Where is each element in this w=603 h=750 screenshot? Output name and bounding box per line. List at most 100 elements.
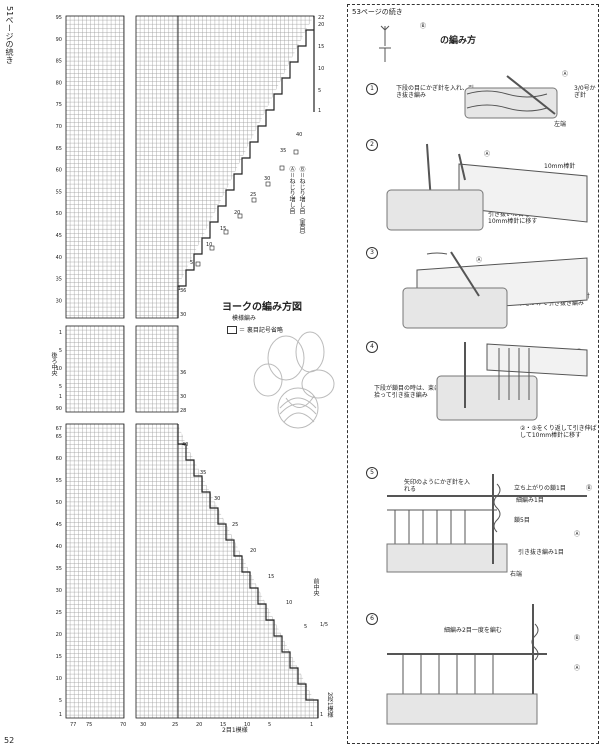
lower-diag-number-30-2: 30 [214, 496, 220, 502]
step-5-rise: 立ち上がりの鎖1目 [514, 485, 566, 492]
step-5-chain: 鎖5目 [514, 517, 530, 524]
row-number-lower-30-8: 30 [56, 588, 62, 594]
legend-text: ＝ 裏目記号省略 [239, 326, 283, 334]
right-lower-number-1-5: 1/5 [320, 622, 328, 628]
step-1-left: 左端 [554, 121, 567, 128]
continued-note: 51ページの続き [5, 6, 14, 65]
right-row-number-15: 15 [318, 44, 324, 50]
row-repeat-label: 2段1模様 [326, 692, 333, 718]
step-1-hook: 3/0号かぎ針 [574, 85, 596, 99]
row-number-upper-35: 35 [56, 277, 62, 283]
upper-diag-number-30: 30 [264, 176, 270, 182]
step-6-a: Ⓐ [574, 665, 581, 672]
middle-number-28: 28 [180, 408, 186, 414]
upper-stair-mask [178, 16, 320, 318]
step-6-b: Ⓑ [574, 635, 581, 642]
increase-mark-4 [251, 197, 257, 203]
page-number: 52 [4, 736, 15, 745]
chart-legend: ＝ 裏目記号省略 [227, 326, 283, 334]
upper-diag-number-25: 25 [250, 192, 256, 198]
row-number-lower-1-14: 1 [59, 712, 62, 718]
increase-mark-2 [223, 229, 229, 235]
row-number-lower-50-4: 50 [56, 500, 62, 506]
step-5-b: Ⓑ [586, 485, 593, 492]
increase-mark-1 [209, 245, 215, 251]
legend-box-icon [227, 326, 237, 334]
lower-stair-mask [178, 420, 320, 700]
bottom-stitch-number-10-7: 10 [244, 722, 250, 728]
row-number-middle-5: 90 [56, 406, 62, 412]
chart-title: ヨークの編み方図 [222, 302, 302, 313]
row-number-upper-60: 60 [56, 168, 62, 174]
row-number-middle-2: 10 [56, 366, 62, 372]
step-1-a: Ⓐ [562, 71, 569, 78]
increase-mark-5 [265, 181, 271, 187]
upper-low-number-36: 36 [180, 288, 186, 294]
lower-diag-number-15-5: 15 [268, 574, 274, 580]
row-number-middle-0: 1 [59, 330, 62, 336]
middle-number-36: 36 [180, 370, 186, 376]
lower-diag-number-5-7: 5 [304, 624, 307, 630]
right-row-number-5: 5 [318, 88, 321, 94]
bottom-stitch-number-1-9: 1 [310, 722, 313, 728]
row-number-upper-40: 40 [56, 255, 62, 261]
lower-staircase-outline [177, 424, 319, 718]
bottom-stitch-number-5-8: 5 [268, 722, 271, 728]
step-6-text: 細編み2目一度を編む [444, 627, 502, 634]
panel-header: 53ページの続き [352, 8, 403, 16]
upper-diag-number-5: 5 [190, 260, 193, 266]
step-4-number: 4 [366, 341, 378, 353]
row-number-upper-55: 55 [56, 189, 62, 195]
bottom-stitch-number-30-3: 30 [140, 722, 146, 728]
upper-diag-number-40: 40 [296, 132, 302, 138]
step-5-sc: 細編み1目 [516, 497, 544, 504]
bottom-stitch-number-75-1: 75 [86, 722, 92, 728]
bottom-stitch-number-70-2: 70 [120, 722, 126, 728]
step-5-a: Ⓐ [574, 531, 581, 538]
row-number-upper-70: 70 [56, 124, 62, 130]
step-4-text: 下段が鎖目の時は、束に拾って引き抜き編み [374, 385, 441, 399]
chart-subtitle: 模様編み [232, 315, 257, 322]
upper-left-grid [65, 15, 125, 319]
back-center-label: 後ろ中央 [50, 352, 57, 376]
row-number-upper-45: 45 [56, 233, 62, 239]
row-number-upper-75: 75 [56, 102, 62, 108]
lower-right-narrow-grid [135, 423, 179, 719]
row-number-lower-45-5: 45 [56, 522, 62, 528]
step-4-text2: ②・③をくり返して引き伸ばして10mm棒針に移す [520, 425, 597, 439]
middle-left-grid [65, 325, 125, 413]
upper-diag-number-1: 1 [178, 286, 181, 292]
upper-diag-number-35: 35 [280, 148, 286, 154]
step-1-text: 下段の目にかぎ針を入れ、引き抜き編み [396, 85, 475, 99]
step-2-number: 2 [366, 139, 378, 151]
row-number-lower-20-10: 20 [56, 632, 62, 638]
row-number-upper-90: 90 [56, 37, 62, 43]
increase-note-a: Ⓐ＝ねじり増し目 [288, 166, 295, 215]
upper-right-grid-narrow [135, 15, 179, 319]
upper-diag-number-15: 15 [220, 226, 226, 232]
lower-diag-number-35-1: 35 [200, 470, 206, 476]
row-number-upper-30: 30 [56, 298, 62, 304]
step-5-right: 右端 [510, 571, 523, 578]
row-number-middle-4: 1 [59, 394, 62, 400]
upper-staircase-outline [177, 16, 315, 318]
symbol-note: Ⓑ [420, 23, 427, 30]
lower-diag-number-40-0: 40 [182, 442, 188, 448]
row-number-upper-85: 85 [56, 59, 62, 65]
row-number-middle-1: 5 [59, 348, 62, 354]
row-number-upper-50: 50 [56, 211, 62, 217]
increase-note-b: Ⓑ＝ねじり増し目（裏目） [298, 166, 305, 239]
lower-left-grid [65, 423, 125, 719]
instruction-illustrations [379, 25, 588, 725]
row-number-upper-95: 95 [56, 15, 62, 21]
lower-diag-number-10-6: 10 [286, 600, 292, 606]
row-number-lower-40-6: 40 [56, 544, 62, 550]
row-number-lower-5-13: 5 [59, 698, 62, 704]
row-number-middle-3: 5 [59, 384, 62, 390]
row-number-upper-80: 80 [56, 80, 62, 86]
increase-mark-3 [237, 213, 243, 219]
right-row-number-22: 22 [318, 15, 324, 21]
upper-diag-number-10: 10 [206, 242, 212, 248]
step-2-a: Ⓐ [484, 151, 491, 158]
bottom-stitch-number-20-5: 20 [196, 722, 202, 728]
